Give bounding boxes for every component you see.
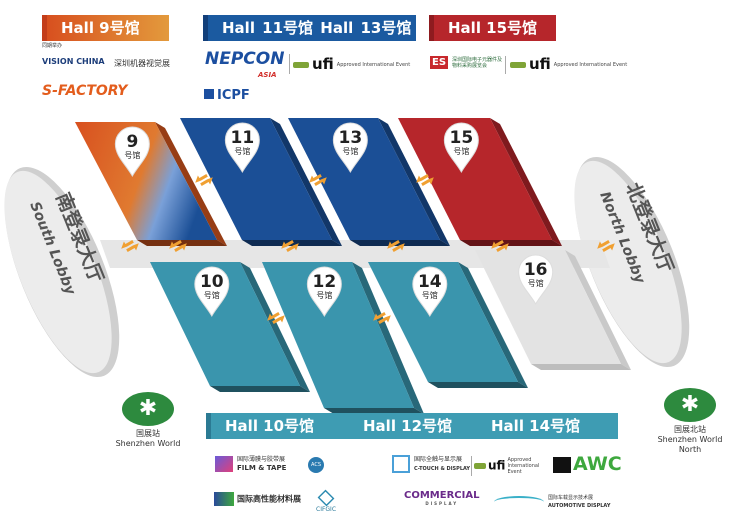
hall-bottom-edge xyxy=(137,240,227,246)
hall-sub: 号馆 xyxy=(316,290,332,300)
hall-pin-icon: 11号馆 xyxy=(224,122,260,173)
hall-bottom-edge xyxy=(428,382,528,388)
hall-face xyxy=(75,122,217,240)
hall11-13-banner: Hall 11号馆 Hall 13号馆 xyxy=(203,15,416,41)
double-arrow-icon xyxy=(169,240,187,252)
hall-15[interactable]: 15号馆 xyxy=(398,118,562,246)
metro-icon: ✱ xyxy=(122,392,174,426)
hall-face xyxy=(475,250,621,364)
hall-side xyxy=(155,122,227,246)
hall-side xyxy=(352,262,424,414)
hall-14[interactable]: 14号馆 xyxy=(368,262,528,388)
hall-side xyxy=(270,118,342,246)
hall-number: 9 xyxy=(126,132,138,152)
hall-number: 16 xyxy=(524,260,548,280)
nepcon-asia: ASIA xyxy=(258,71,277,79)
es-show-text: 深圳国际电子元器件及物料采购展览会 xyxy=(452,57,503,69)
hall15-banner: Hall 15号馆 xyxy=(429,15,556,41)
hall-bottom-edge xyxy=(531,364,631,370)
hall-10[interactable]: 10号馆 xyxy=(150,262,310,392)
hall-bottom-edge xyxy=(350,240,450,246)
hall-side xyxy=(490,118,562,246)
nepcon-logo: NEPCON xyxy=(205,49,285,69)
hall-side xyxy=(240,262,310,392)
hall-11[interactable]: 11号馆 xyxy=(180,118,342,246)
hall-pin-icon: 13号馆 xyxy=(332,122,368,173)
hall-pin-icon: 15号馆 xyxy=(443,122,479,173)
hall-sub: 号馆 xyxy=(453,146,469,156)
hall12-label: Hall 12号馆 xyxy=(363,417,453,435)
acs-logo: ACS xyxy=(308,457,324,473)
hall-bottom-edge xyxy=(210,386,310,392)
hall-face xyxy=(398,118,552,240)
hall-side xyxy=(565,250,631,370)
concurrent-label: 同期举办 xyxy=(42,43,63,49)
hall-pin-icon: 9号馆 xyxy=(114,126,150,177)
icpf-logo: ICPF xyxy=(204,88,250,103)
hall10-12-14-banner: Hall 10号馆 Hall 12号馆 Hall 14号馆 xyxy=(206,413,618,439)
hall-bottom-edge xyxy=(324,408,424,414)
s-factory-logo: S-FACTORY xyxy=(42,83,128,99)
hall-sub: 号馆 xyxy=(422,290,438,300)
hall-face xyxy=(180,118,332,240)
functional-materials-logo: 国际高性能材料展 xyxy=(214,492,301,506)
hall-pin-icon: 12号馆 xyxy=(306,266,342,317)
hall-sub: 号馆 xyxy=(124,150,140,160)
hall-sub: 号馆 xyxy=(234,146,250,156)
hall10-label: Hall 10号馆 xyxy=(225,417,315,435)
hall-pin-icon: 14号馆 xyxy=(412,266,448,317)
vision-china-logo: VISION CHINA xyxy=(42,57,105,66)
hall-number: 14 xyxy=(418,272,442,292)
double-arrow-icon xyxy=(416,174,434,186)
hall-face xyxy=(288,118,440,240)
hall-face xyxy=(150,262,300,386)
hall-side xyxy=(458,262,528,388)
hall-number: 15 xyxy=(450,128,474,148)
double-arrow-icon xyxy=(491,240,509,252)
double-arrow-icon xyxy=(195,174,213,186)
hall-sub: 号馆 xyxy=(528,278,544,288)
hall-face xyxy=(368,262,518,382)
hall-pin-icon: 10号馆 xyxy=(194,266,230,317)
hall-sub: 号馆 xyxy=(342,146,358,156)
double-arrow-icon xyxy=(267,312,285,324)
hall-number: 13 xyxy=(339,128,363,148)
double-arrow-icon xyxy=(309,174,327,186)
hall-number: 11 xyxy=(231,128,255,148)
hall-13[interactable]: 13号馆 xyxy=(288,118,450,246)
double-arrow-icon xyxy=(121,240,139,252)
hall9-banner: Hall 9号馆 xyxy=(42,15,169,41)
hall-9[interactable]: 9号馆 xyxy=(75,122,227,246)
double-arrow-icon xyxy=(597,240,615,252)
vision-china-cn: 深圳机器视觉展 xyxy=(114,59,170,68)
hall-side xyxy=(378,118,450,246)
hall14-label: Hall 14号馆 xyxy=(491,417,581,435)
hall-number: 10 xyxy=(200,272,224,292)
es-show-logo: ES xyxy=(430,56,449,69)
double-arrow-icon xyxy=(387,240,405,252)
awc-logo: AWC xyxy=(553,453,622,475)
metro-icon: ✱ xyxy=(664,388,716,422)
hall-12[interactable]: 12号馆 xyxy=(262,262,424,414)
cifgic-logo: CIFGIC xyxy=(316,489,336,513)
hall-sub: 号馆 xyxy=(204,290,220,300)
hall-number: 12 xyxy=(313,272,337,292)
hall-bottom-edge xyxy=(460,240,562,246)
hall-face xyxy=(262,262,414,408)
double-arrow-icon xyxy=(373,312,391,324)
double-arrow-icon xyxy=(281,240,299,252)
